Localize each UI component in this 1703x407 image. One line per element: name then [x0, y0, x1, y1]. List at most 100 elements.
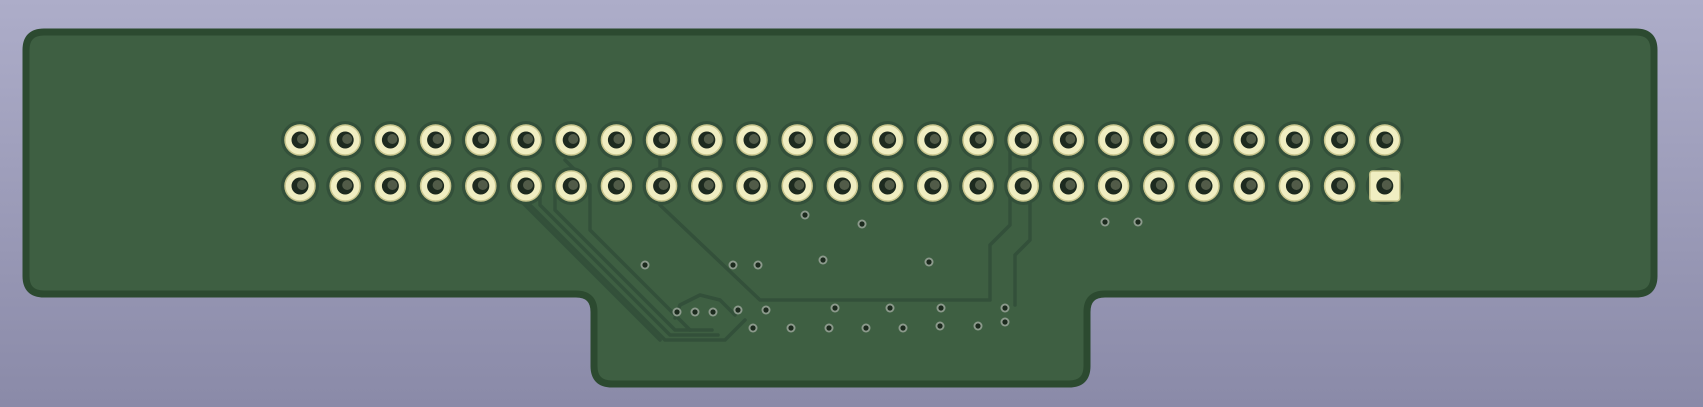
pad [461, 121, 500, 159]
pad-hole-highlight [342, 134, 353, 144]
pad-hole-highlight [703, 134, 714, 144]
pad-drill-hole [336, 177, 354, 195]
pad-drill-hole [1059, 177, 1077, 195]
pad-hole-highlight [929, 180, 940, 190]
pad [371, 121, 410, 159]
via [1000, 303, 1010, 313]
via [748, 323, 758, 333]
via-hole [938, 305, 944, 311]
pad-hole-highlight [523, 180, 533, 190]
pad-hole-highlight [613, 134, 624, 144]
copper-trace [658, 148, 1012, 302]
via-hole [937, 323, 943, 329]
pad [642, 167, 681, 205]
pad [868, 167, 907, 205]
pad [1185, 167, 1223, 205]
pad-drill-hole [1376, 177, 1394, 195]
pad-drill-hole [653, 177, 671, 195]
pad-hole-highlight [1065, 180, 1076, 190]
pad [913, 121, 952, 159]
pad-drill-hole [833, 131, 851, 149]
pad [281, 121, 319, 159]
via-hole [788, 325, 794, 331]
pad-drill-hole [381, 131, 399, 149]
pad [778, 167, 817, 205]
pad-drill-hole [291, 177, 309, 195]
pad [1275, 121, 1314, 159]
pad-drill-hole [969, 177, 987, 195]
pad [1004, 167, 1043, 205]
pad [959, 167, 997, 205]
pad-drill-hole [1059, 131, 1077, 149]
pad [959, 121, 997, 159]
via [728, 260, 738, 270]
pad-hole-highlight [477, 180, 488, 190]
pad [326, 167, 365, 205]
pad-hole-highlight [1246, 180, 1257, 190]
pad-drill-hole [1240, 131, 1258, 149]
via [708, 307, 718, 317]
pad [281, 167, 319, 205]
pad-drill-hole [1376, 131, 1394, 149]
pad-hole-highlight [568, 180, 579, 190]
pad [778, 121, 817, 159]
pad-hole-highlight [1336, 180, 1347, 190]
pad-drill-hole [879, 177, 897, 195]
via-hole [863, 325, 869, 331]
pad [1094, 167, 1133, 205]
pad-drill-hole [562, 177, 580, 195]
via-hole [750, 325, 756, 331]
via-hole [755, 262, 761, 268]
pad-hole-highlight [1336, 134, 1347, 144]
pad-drill-hole [1331, 131, 1349, 149]
via [898, 323, 908, 333]
via-hole [832, 305, 838, 311]
pad [1049, 121, 1088, 159]
pad-drill-hole [1150, 177, 1168, 195]
via-hole [730, 262, 736, 268]
pad-drill-hole [788, 177, 806, 195]
pad-hole-highlight [523, 134, 533, 144]
pad-pin-1 [1365, 167, 1404, 205]
pad-hole-highlight [1155, 134, 1166, 144]
pad [552, 167, 591, 205]
via [861, 323, 871, 333]
pad [1004, 121, 1043, 159]
pad-hole-highlight [884, 180, 895, 190]
pad-hole-highlight [613, 180, 624, 190]
pad-hole-highlight [387, 180, 398, 190]
pad [1320, 121, 1359, 159]
via-hole [859, 221, 865, 227]
pad-hole-highlight [703, 180, 714, 190]
pcb-board [22, 28, 1658, 388]
pad [326, 121, 365, 159]
pad-drill-hole [924, 131, 942, 149]
pad-drill-hole [1105, 177, 1123, 195]
via [857, 219, 867, 229]
pad-hole-highlight [1155, 180, 1166, 190]
via-hole [1102, 219, 1108, 225]
pad-drill-hole [743, 177, 761, 195]
pad [733, 167, 771, 205]
pad-drill-hole [427, 131, 445, 149]
pad-drill-hole [1150, 131, 1168, 149]
pad-drill-hole [607, 131, 625, 149]
pad-hole-highlight [1381, 134, 1392, 144]
pad [1320, 167, 1359, 205]
via [761, 305, 771, 315]
pad-drill-hole [472, 131, 490, 149]
pad [461, 167, 500, 205]
pad-hole-highlight [794, 180, 805, 190]
pad-hole-highlight [432, 180, 443, 190]
pad [823, 167, 862, 205]
pad-hole-highlight [1291, 180, 1302, 190]
vias [640, 210, 1143, 333]
via-hole [1002, 319, 1008, 325]
pad-hole-highlight [1201, 134, 1211, 144]
via [924, 257, 934, 267]
pad [507, 167, 545, 205]
pad-hole-highlight [1291, 134, 1302, 144]
via-hole [1135, 219, 1141, 225]
